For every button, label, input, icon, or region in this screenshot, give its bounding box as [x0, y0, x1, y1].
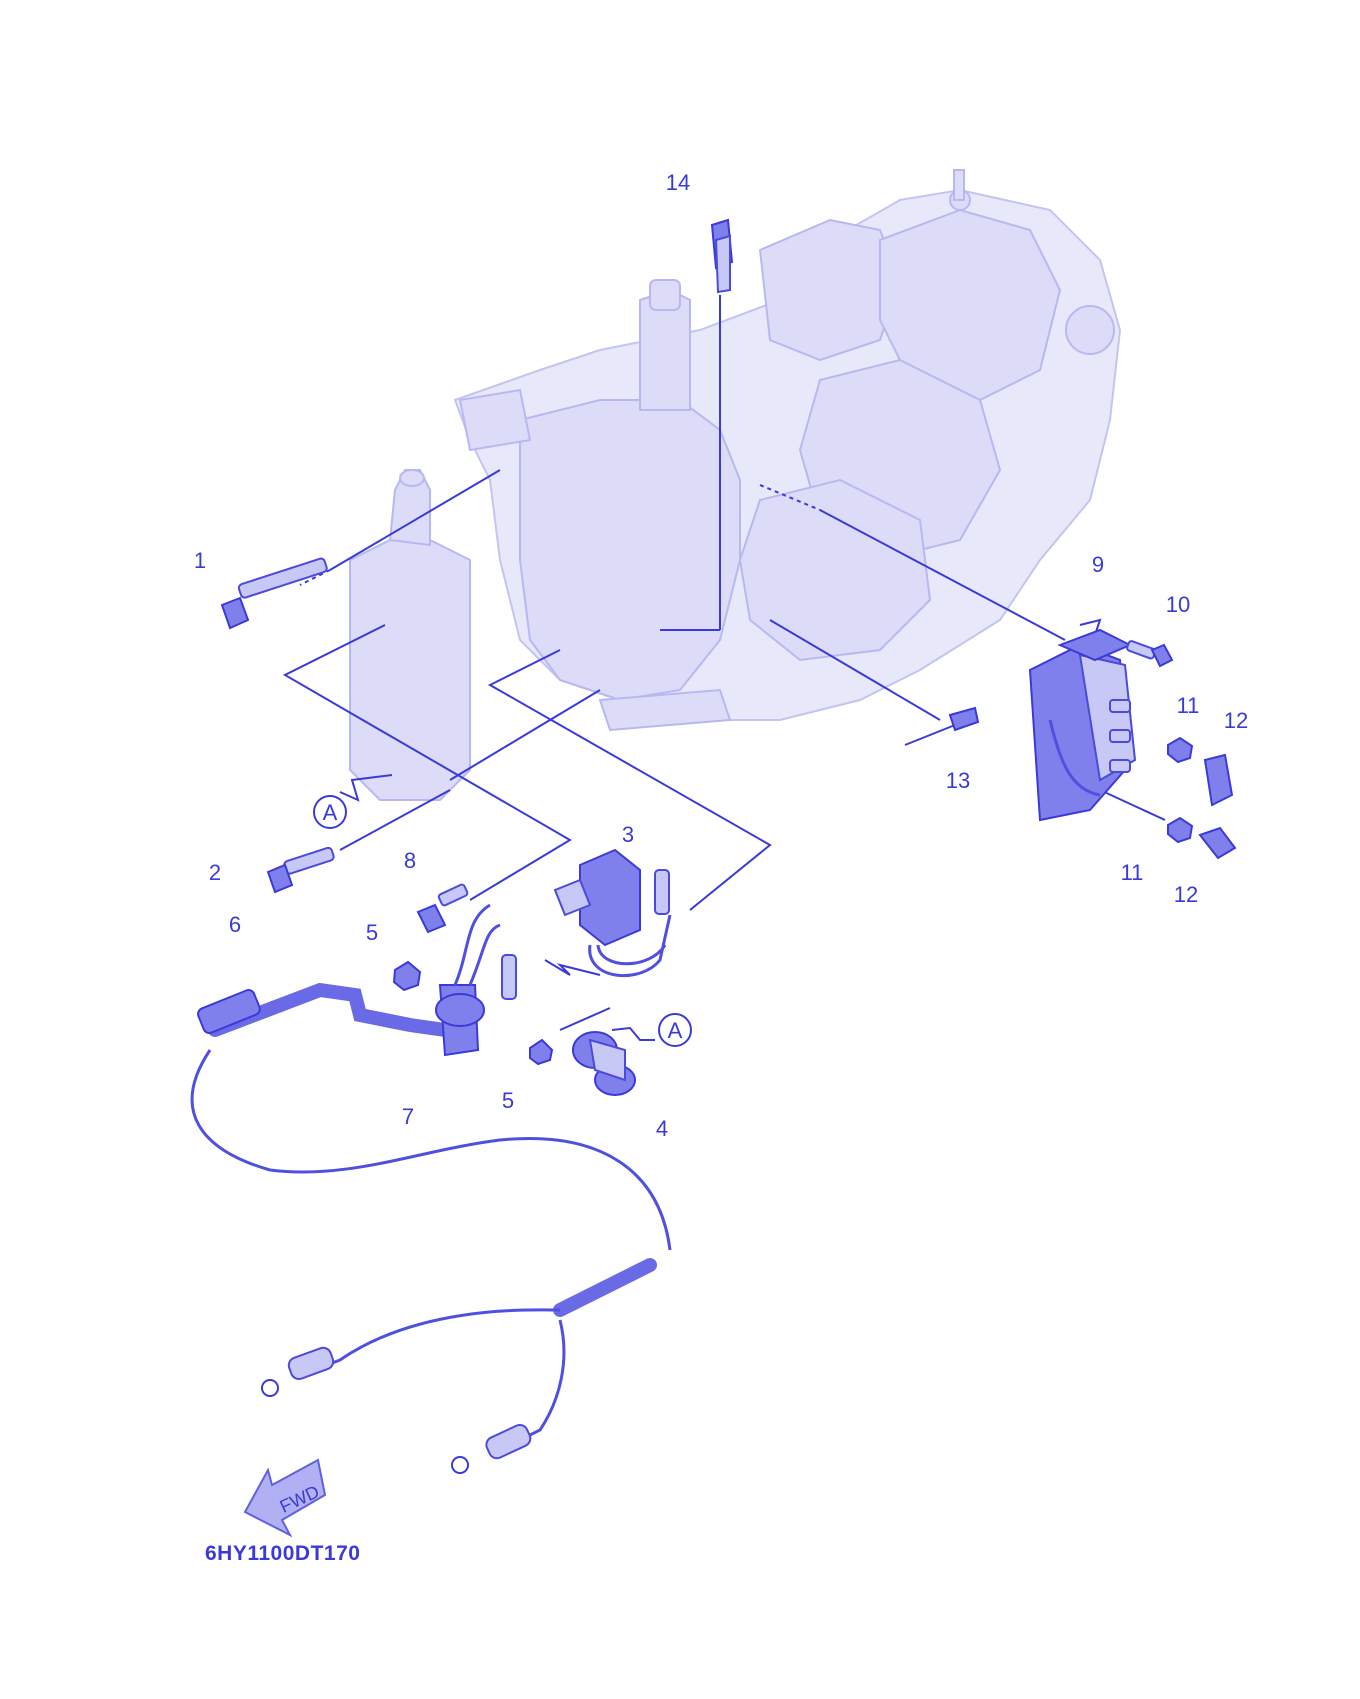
harness-6	[197, 982, 452, 1037]
callout-12-upper: 12	[1224, 708, 1248, 733]
reference-mark-a: A	[668, 1018, 683, 1043]
nut-5-upper	[392, 960, 422, 992]
callout-8: 8	[404, 848, 416, 873]
cdi-unit-3	[553, 848, 672, 978]
connector-4	[572, 1031, 636, 1096]
bolt-1	[220, 557, 328, 630]
nut-11-lower	[1167, 816, 1194, 844]
callout-1: 1	[194, 548, 206, 573]
callout-14: 14	[666, 170, 690, 195]
callout-2: 2	[209, 860, 221, 885]
clip-13	[904, 706, 980, 746]
callout-11-upper: 11	[1177, 693, 1200, 718]
callout-12-lower: 12	[1174, 882, 1198, 907]
coil-housing-ghost	[349, 469, 471, 801]
callout-11-lower: 11	[1121, 860, 1144, 885]
callout-13: 13	[946, 768, 970, 793]
nut-11-upper	[1167, 736, 1194, 764]
callout-3: 3	[622, 822, 634, 847]
reference-circle-a-left: A	[313, 795, 347, 829]
bracket-7	[435, 903, 517, 1057]
holder-14	[710, 218, 734, 294]
bolt-10	[1126, 640, 1174, 668]
callouts: 1 2 3 4 5 5 6 7 8 9 10 11 11 12 12 13 14	[194, 170, 1248, 1141]
fwd-arrow: FWD	[243, 1458, 327, 1538]
callout-9: 9	[1092, 552, 1104, 577]
callout-6: 6	[229, 912, 241, 937]
callout-7: 7	[402, 1104, 414, 1129]
callout-5-upper: 5	[366, 920, 378, 945]
bolt-2	[266, 846, 335, 894]
reference-circle-a-right: A	[658, 1013, 692, 1047]
reference-mark-a: A	[323, 800, 338, 825]
bolt-8	[416, 883, 469, 934]
callout-5-lower: 5	[502, 1088, 514, 1113]
engine-block-ghost	[453, 169, 1122, 732]
callout-10: 10	[1166, 592, 1190, 617]
cap-12-upper	[1203, 753, 1234, 807]
nut-5-lower	[529, 1038, 554, 1066]
callout-4: 4	[656, 1116, 668, 1141]
leader-lines	[282, 295, 1166, 1041]
battery-cable	[190, 1049, 672, 1474]
rectifier-9	[1028, 628, 1137, 822]
cap-12-lower	[1198, 826, 1237, 860]
diagram-code: 6HY1100DT170	[205, 1542, 360, 1565]
